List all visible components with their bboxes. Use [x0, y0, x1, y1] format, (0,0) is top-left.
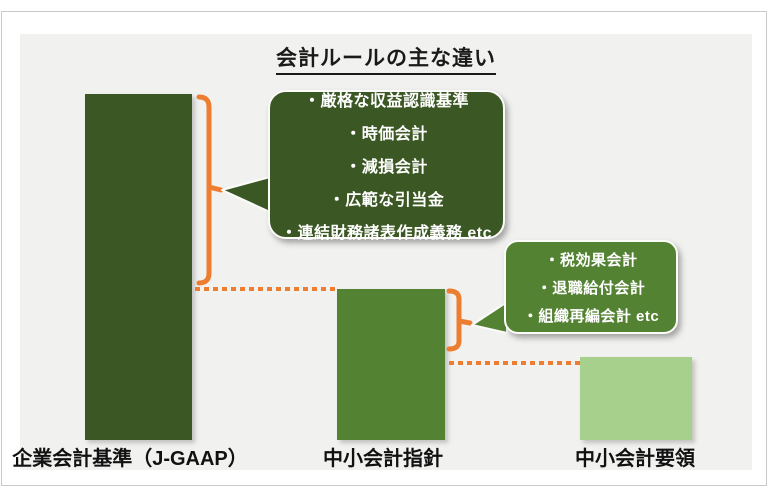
- dotted-level-line-yoryo: [449, 361, 580, 365]
- callout-item: ・厳格な収益認識基準: [303, 92, 469, 110]
- callout-item: ・退職給付会計: [536, 279, 646, 297]
- callout-shishin: ・税効果会計 ・退職給付会計 ・組織再編会計 etc: [504, 240, 678, 334]
- bar-label-shishin: 中小会計指針: [323, 448, 443, 470]
- callout-item: ・時価会計: [345, 125, 428, 143]
- bar-shishin: [337, 289, 445, 440]
- callout-item: ・税効果会計: [544, 251, 638, 269]
- callout-item: ・組織再編会計 etc: [522, 307, 660, 325]
- brace-jgaap-nub-icon: [206, 184, 224, 193]
- callout-item: ・連結財務諸表作成義務 etc: [280, 224, 493, 242]
- title-wrap: 会計ルールの主な違い: [20, 42, 752, 75]
- diagram-panel: 会計ルールの主な違い ・厳格な収益認識基準 ・時価会計: [12, 34, 752, 470]
- callout-jgaap: ・厳格な収益認識基準 ・時価会計 ・減損会計 ・広範な引当金 ・連結財務諸表作成…: [268, 90, 505, 242]
- bar-jgaap: [85, 94, 192, 440]
- bar-label-jgaap: 企業会計基準（J-GAAP）: [12, 448, 248, 470]
- brace-shishin-icon: [446, 288, 462, 352]
- callout-tail-shishin: [471, 301, 508, 334]
- callout-tail-jgaap: [221, 176, 271, 213]
- bar-label-yoryo: 中小会計要領: [575, 448, 695, 470]
- bar-yoryo: [580, 357, 692, 440]
- callout-item: ・広範な引当金: [328, 191, 445, 209]
- brace-shishin-nub-icon: [456, 318, 473, 326]
- diagram-title: 会計ルールの主な違い: [276, 42, 496, 75]
- callout-item: ・減損会計: [345, 158, 428, 176]
- slide-frame: 会計ルールの主な違い ・厳格な収益認識基準 ・時価会計: [1, 11, 767, 486]
- brace-jgaap-icon: [196, 94, 212, 286]
- dotted-level-line-shishin: [195, 287, 337, 291]
